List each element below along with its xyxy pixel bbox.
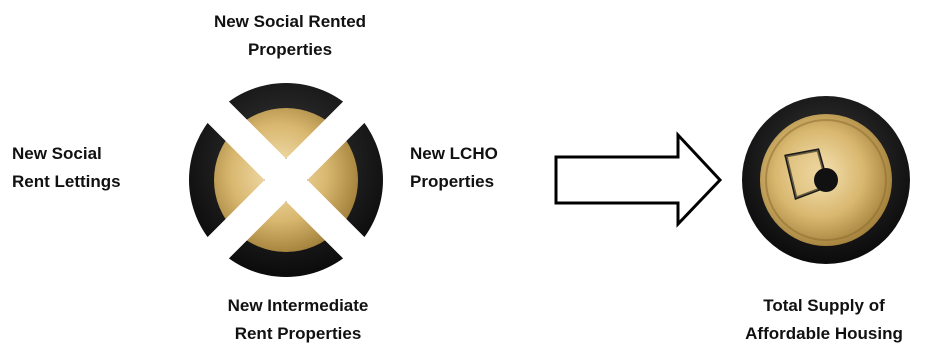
label-line: Properties xyxy=(410,172,495,191)
label-line: New Social xyxy=(12,144,102,163)
label-line: Total Supply of xyxy=(763,296,885,315)
label-line: New LCHO xyxy=(410,144,498,163)
right-arrow-icon xyxy=(554,131,723,228)
label-line: Rent Lettings xyxy=(12,172,121,191)
label-line: Affordable Housing xyxy=(745,324,903,343)
input-label-lcho-properties: New LCHO Properties xyxy=(410,140,498,196)
four-way-plug-icon xyxy=(175,69,397,291)
label-line: Properties xyxy=(247,40,333,59)
label-line: New Intermediate xyxy=(227,296,369,315)
input-label-intermediate-rent-properties: New Intermediate Rent Properties xyxy=(198,292,398,348)
input-label-social-rent-lettings: New Social Rent Lettings xyxy=(12,140,121,196)
plug-icon xyxy=(742,96,910,264)
input-label-social-rented-properties: New Social Rented Properties xyxy=(188,8,392,64)
label-line: New Social Rented xyxy=(213,12,367,31)
output-label-total-supply: Total Supply of Affordable Housing xyxy=(712,292,936,348)
label-line: Rent Properties xyxy=(234,324,362,343)
